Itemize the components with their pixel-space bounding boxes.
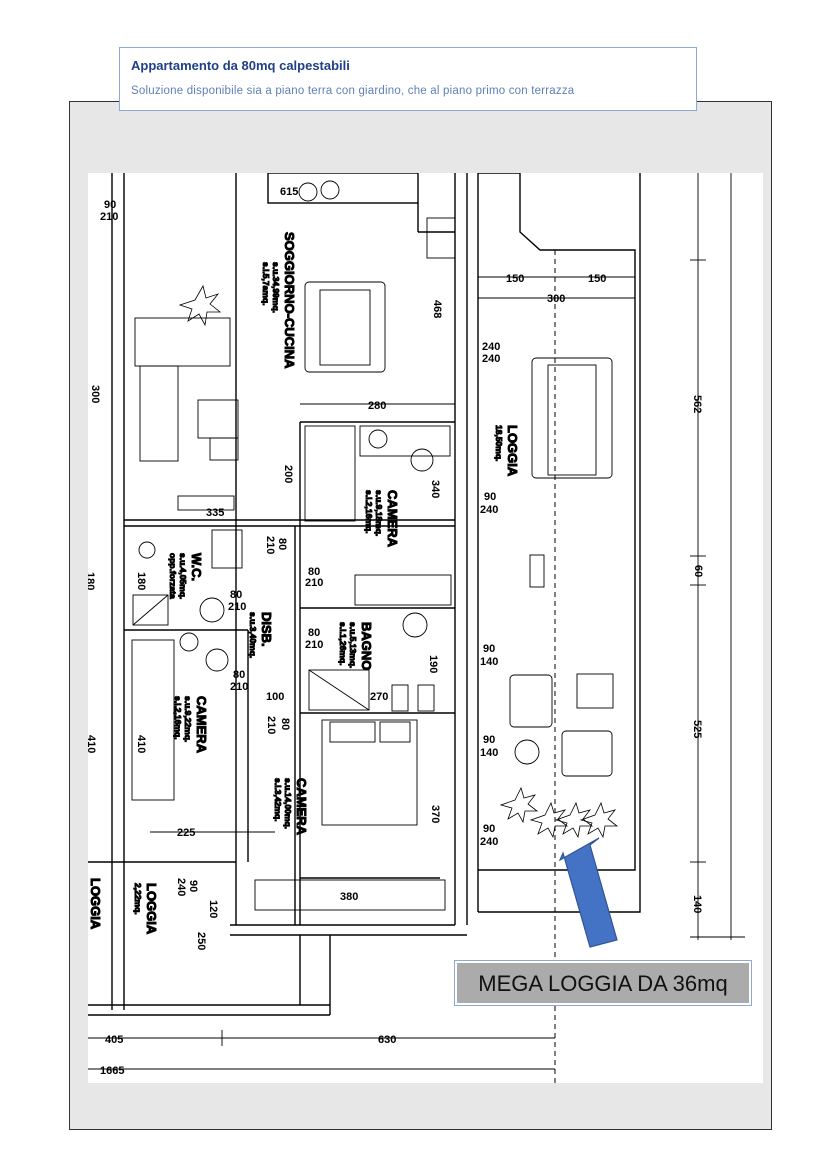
drawing-text: 140 [691, 895, 703, 913]
label-loggia-big: LOGGIA [505, 425, 520, 477]
drawing-text: 300 [547, 293, 565, 305]
label-loggia-small: LOGGIA [144, 883, 159, 935]
drawing-text: 190 [427, 655, 439, 673]
drawing-text: 370 [429, 805, 441, 823]
drawing-text: 80 [308, 566, 320, 578]
drawing-text: 80 [230, 589, 242, 601]
drawing-text: 80 [276, 538, 288, 550]
drawing-text: 210 [230, 681, 248, 693]
room-labels: SOGGIORNO-CUCINA s.u.34,99mq. s.l.5,7amq… [88, 232, 521, 936]
plants [178, 284, 619, 839]
drawing-text: 90 [483, 643, 495, 655]
header-subtitle: Soluzione disponibile sia a piano terra … [131, 85, 575, 97]
drawing-text: 90 [483, 823, 495, 835]
drawing-text: 300 [89, 385, 101, 403]
drawing-text: 468 [431, 300, 443, 318]
mega-loggia-callout: MEGA LOGGIA DA 36mq [454, 960, 752, 1006]
drawing-text: 2,22mq. [133, 883, 143, 915]
drawing-text: 140 [480, 747, 498, 759]
drawing-text: 210 [305, 639, 323, 651]
drawing-text: 210 [264, 536, 276, 554]
drawing-text: 90 [104, 199, 116, 211]
drawing-text: s.u.14,00mq. [283, 778, 293, 829]
drawing-text: 562 [691, 395, 703, 413]
drawing-text: s.l.5,7amq. [261, 262, 271, 305]
drawing-text: 80 [308, 627, 320, 639]
label-camera-3: CAMERA [294, 778, 309, 836]
drawing-text: 630 [378, 1034, 396, 1046]
drawing-text: 90 [187, 880, 199, 892]
drawing-text: 120 [207, 900, 219, 918]
dashed-guides [466, 173, 556, 1083]
drawing-text: 180 [88, 572, 96, 590]
walls [88, 173, 641, 1016]
drawing-text: 410 [88, 735, 97, 753]
dimension-labels: 615 90 210 150 150 300 468 240 240 562 3… [88, 186, 704, 1077]
drawing-text: 210 [228, 601, 246, 613]
drawing-text: opp.forzata [168, 553, 178, 599]
drawing-text: 240 [480, 836, 498, 848]
furniture [131, 180, 614, 911]
drawing-text: 100 [266, 691, 284, 703]
drawing-text: 180 [135, 572, 147, 590]
drawing-text: 240 [175, 878, 187, 896]
drawing-text: 240 [480, 504, 498, 516]
drawing-text: 340 [429, 480, 441, 498]
drawing-text: 80 [279, 718, 291, 730]
label-soggiorno: SOGGIORNO-CUCINA [282, 232, 297, 369]
drawing-text: 150 [506, 273, 524, 285]
drawing-text: 380 [340, 891, 358, 903]
floor-plan: SOGGIORNO-CUCINA s.u.34,99mq. s.l.5,7amq… [88, 173, 763, 1083]
label-wc: W.C. [189, 553, 204, 581]
drawing-text: 150 [588, 273, 606, 285]
drawing-text: 1665 [100, 1065, 124, 1077]
drawing-text: 90 [484, 491, 496, 503]
drawing-text: 140 [480, 656, 498, 668]
drawing-text: 210 [305, 577, 323, 589]
callout-text: MEGA LOGGIA DA 36mq [478, 971, 728, 996]
drawing-text: 335 [206, 507, 224, 519]
label-loggia-cut: LOGGIA [88, 878, 103, 930]
label-bagno: BAGNO [359, 622, 374, 670]
label-disb: DISB. [259, 612, 274, 647]
drawing-text: 240 [482, 341, 500, 353]
drawing-text: 210 [265, 716, 277, 734]
drawing-text: 210 [100, 211, 118, 223]
arrow-shape [558, 837, 618, 948]
drawing-text: s.u.5,13mq. [348, 622, 358, 668]
label-camera-1: CAMERA [385, 490, 400, 548]
drawing-text: 525 [691, 720, 703, 738]
drawing-text: 80 [233, 669, 245, 681]
drawing-text: 405 [105, 1034, 123, 1046]
header-title: Appartamento da 80mq calpestabili [131, 58, 350, 73]
drawing-text: s.l.2,16mq. [173, 696, 183, 739]
floor-plan-drawing: SOGGIORNO-CUCINA s.u.34,99mq. s.l.5,7amq… [88, 173, 745, 1083]
drawing-text: s.l.1,26mq. [338, 622, 348, 665]
drawing-text: s.u.34,99mq. [271, 262, 281, 313]
drawing-text: s.u.9,22mq. [183, 696, 193, 742]
drawing-text: 200 [282, 465, 294, 483]
dimension-lines [88, 173, 745, 1070]
drawing-text: 225 [177, 827, 195, 839]
drawing-text: 250 [195, 932, 207, 950]
drawing-text: 90 [483, 734, 495, 746]
drawing-text: s.u.3,40mq. [248, 612, 258, 658]
drawing-text: s.u.9,18mq. [374, 490, 384, 536]
drawing-text: 240 [482, 353, 500, 365]
drawing-text: s.l.3,42mq. [273, 778, 283, 821]
drawing-text: 410 [135, 735, 147, 753]
drawing-text: 18,50mq. [494, 425, 504, 461]
label-camera-2: CAMERA [194, 696, 209, 754]
drawing-text: 60 [692, 565, 704, 577]
drawing-text: 615 [280, 186, 298, 198]
drawing-text: s.l.2,16mq. [364, 490, 374, 533]
drawing-text: s.u.4,05mq. [178, 553, 188, 599]
header-box: Appartamento da 80mq calpestabili Soluzi… [119, 47, 697, 111]
drawing-text: 280 [368, 400, 386, 412]
drawing-text: 270 [370, 691, 388, 703]
